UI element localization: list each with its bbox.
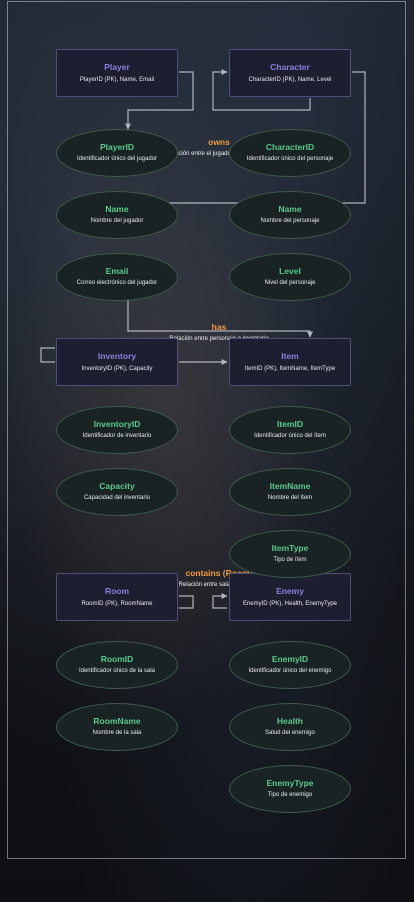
- attribute-inventory-id[interactable]: InventoryID Identificador de inventario: [56, 406, 178, 454]
- attribute-name: EnemyType: [266, 778, 314, 788]
- attribute-name: Capacity: [99, 481, 135, 491]
- attribute-name: Level: [279, 266, 301, 276]
- attribute-description: Nombre del ítem: [267, 495, 313, 501]
- relationship-owns: owns Relación entre el jugador y el pers…: [139, 137, 299, 157]
- attribute-description: Identificador único del personaje: [246, 156, 334, 162]
- attribute-name: Health: [277, 716, 303, 726]
- attribute-player-name[interactable]: Name Nombre del jugador: [56, 191, 178, 239]
- attribute-description: Identificador único del jugador: [76, 156, 158, 162]
- connector-contains-enemy: [212, 593, 228, 609]
- connector-room-contains: [179, 595, 194, 609]
- entity-name: Inventory: [97, 351, 137, 361]
- attribute-room-id[interactable]: RoomID Identificador único de la sala: [56, 641, 178, 689]
- attribute-character-name[interactable]: Name Nombre del personaje: [229, 191, 351, 239]
- entity-name: Room: [104, 586, 130, 596]
- relationship-name: has: [211, 322, 227, 332]
- attribute-level[interactable]: Level Nivel del personaje: [229, 253, 351, 301]
- attribute-name: RoomName: [93, 716, 141, 726]
- attribute-health[interactable]: Health Salud del enemigo: [229, 703, 351, 751]
- attribute-item-id[interactable]: ItemID Identificador único del ítem: [229, 406, 351, 454]
- attribute-name: CharacterID: [265, 142, 315, 152]
- entity-name: Character: [270, 62, 310, 72]
- relationship-description: Relación entre sala y enemigo: [178, 582, 260, 588]
- attribute-description: Nombre del jugador: [90, 218, 144, 224]
- entity-name: Item: [281, 351, 299, 361]
- attribute-description: Identificador único de la sala: [78, 668, 156, 674]
- connector-inventory-left: [40, 347, 55, 363]
- attribute-description: Correo electrónico del jugador: [76, 280, 158, 286]
- entity-name: Enemy: [276, 586, 304, 596]
- entity-attributes: InventoryID (PK), Capacity: [81, 366, 153, 372]
- attribute-name: PlayerID: [99, 142, 135, 152]
- attribute-description: Capacidad del inventario: [83, 495, 151, 501]
- diagram-frame: [7, 1, 406, 859]
- attribute-description: Identificador único del enemigo: [248, 668, 332, 674]
- attribute-description: Nombre de la sala: [92, 730, 142, 736]
- entity-attributes: CharacterID (PK), Name, Level: [248, 77, 332, 83]
- attribute-item-name[interactable]: ItemName Nombre del ítem: [229, 468, 351, 516]
- attribute-name: EnemyID: [271, 654, 309, 664]
- attribute-name: ItemName: [269, 481, 311, 491]
- entity-attributes: ItemID (PK), ItemName, ItemType: [244, 366, 336, 372]
- attribute-player-id[interactable]: PlayerID Identificador único del jugador: [56, 129, 178, 177]
- attribute-name: Email: [105, 266, 129, 276]
- attribute-description: Nivel del personaje: [264, 280, 316, 286]
- attribute-name: ItemID: [277, 419, 303, 429]
- attribute-enemy-type[interactable]: EnemyType Tipo de enemigo: [229, 765, 351, 813]
- attribute-email[interactable]: Email Correo electrónico del jugador: [56, 253, 178, 301]
- relationship-description: Relación entre el jugador y el personaje: [166, 151, 272, 157]
- connector-email-has: [127, 300, 313, 338]
- entity-enemy[interactable]: Enemy EnemyID (PK), Health, EnemyType: [229, 573, 351, 621]
- relationship-name: owns: [208, 137, 230, 147]
- attribute-enemy-id[interactable]: EnemyID Identificador único del enemigo: [229, 641, 351, 689]
- entity-character[interactable]: Character CharacterID (PK), Name, Level: [229, 49, 351, 97]
- attribute-capacity[interactable]: Capacity Capacidad del inventario: [56, 468, 178, 516]
- attribute-name: Name: [105, 204, 129, 214]
- attribute-description: Salud del enemigo: [265, 730, 315, 736]
- entity-attributes: RoomID (PK), RoomName: [81, 601, 153, 607]
- entity-attributes: PlayerID (PK), Name, Email: [79, 77, 155, 83]
- entity-attributes: EnemyID (PK), Health, EnemyType: [242, 601, 338, 607]
- attribute-description: Identificador único del ítem: [254, 433, 326, 439]
- entity-item[interactable]: Item ItemID (PK), ItemName, ItemType: [229, 338, 351, 386]
- relationship-name: contains (Room): [185, 568, 253, 578]
- attribute-description: Identificador de inventario: [82, 433, 152, 439]
- connector-character-owns: [212, 69, 311, 111]
- attribute-description: Nombre del personaje: [260, 218, 320, 224]
- entity-room[interactable]: Room RoomID (PK), RoomName: [56, 573, 178, 621]
- attribute-item-type[interactable]: ItemType Tipo de ítem: [229, 530, 351, 578]
- entity-inventory[interactable]: Inventory InventoryID (PK), Capacity: [56, 338, 178, 386]
- attribute-name: ItemType: [271, 543, 309, 553]
- connector-player-owns: [125, 71, 194, 130]
- entity-player[interactable]: Player PlayerID (PK), Name, Email: [56, 49, 178, 97]
- attribute-room-name[interactable]: RoomName Nombre de la sala: [56, 703, 178, 751]
- relationship-contains: contains (Room) Relación entre sala y en…: [139, 568, 299, 588]
- attribute-name: Name: [278, 204, 302, 214]
- entity-name: Player: [104, 62, 130, 72]
- attribute-name: RoomID: [100, 654, 134, 664]
- attribute-description: Tipo de enemigo: [267, 792, 313, 798]
- attribute-character-id[interactable]: CharacterID Identificador único del pers…: [229, 129, 351, 177]
- attribute-description: Tipo de ítem: [273, 557, 307, 563]
- relationship-description: Relación entre personaje e inventario: [169, 336, 269, 342]
- attribute-name: InventoryID: [93, 419, 141, 429]
- relationship-has: has Relación entre personaje e inventari…: [139, 322, 299, 342]
